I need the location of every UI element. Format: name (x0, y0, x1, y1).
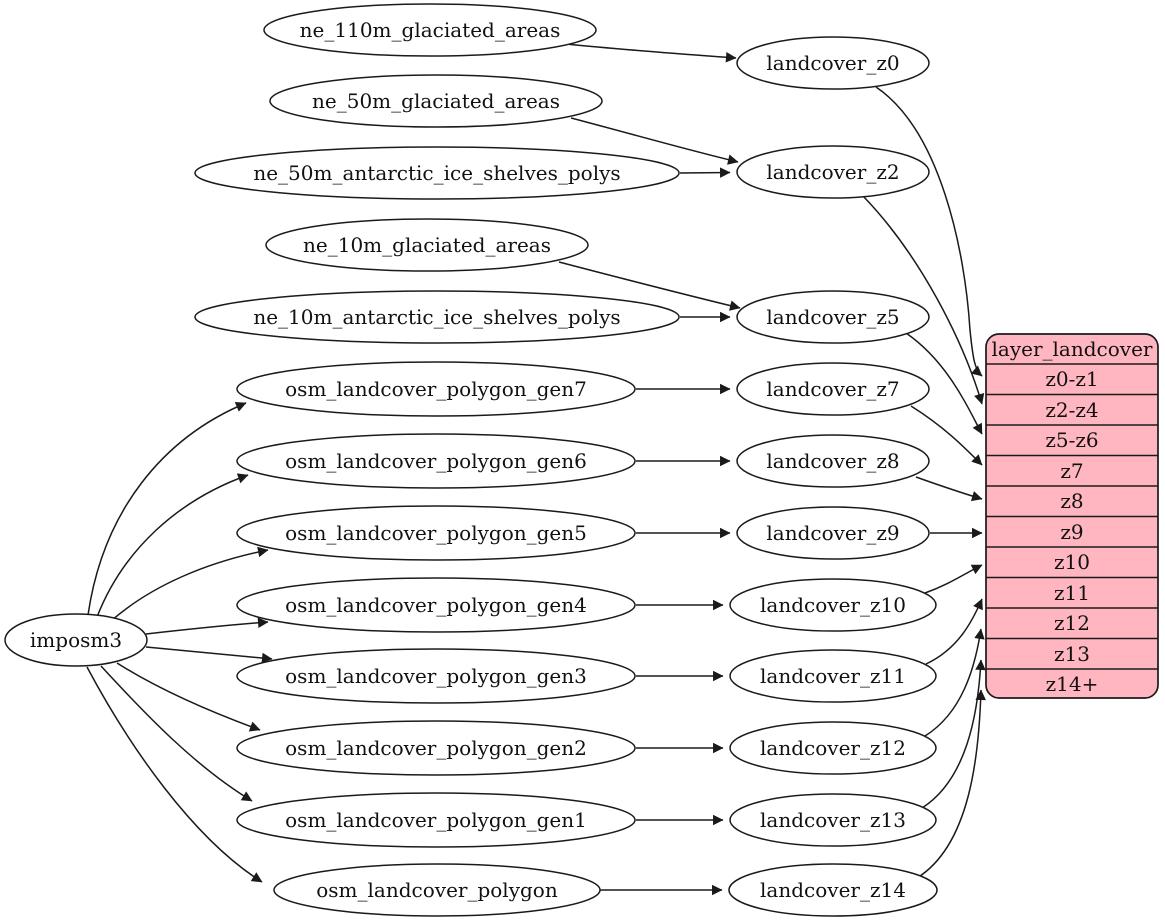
node-label: landcover_z5 (766, 305, 899, 329)
node-ne-50m-glaciated-areas: ne_50m_glaciated_areas (269, 74, 603, 128)
node-label: landcover_z9 (766, 521, 899, 545)
node-layer-landcover-table: layer_landcover z0-z1 z2-z4 z5-z6 z7 z8 … (985, 333, 1159, 699)
node-label: osm_landcover_polygon_gen3 (285, 664, 587, 688)
edge-ne50m-glaciated--landcover-z2 (570, 117, 739, 165)
layer-table-row-z7: z7 (1060, 459, 1083, 483)
layer-table-row-z13: z13 (1054, 642, 1090, 666)
edge-ne110m-glaciated--landcover-z0 (565, 43, 737, 63)
edge-landcover-z7--row-z7 (910, 405, 983, 466)
node-imposm3: imposm3 (4, 613, 148, 667)
layer-table-row-z2-z4: z2-z4 (1045, 398, 1098, 422)
node-label: ne_10m_glaciated_areas (303, 233, 551, 257)
node-label: landcover_z7 (766, 377, 899, 401)
node-osm-landcover-polygon-gen6: osm_landcover_polygon_gen6 (236, 433, 636, 489)
node-label: osm_landcover_polygon_gen5 (285, 521, 587, 545)
node-osm-landcover-polygon-gen1: osm_landcover_polygon_gen1 (236, 792, 636, 848)
node-label: osm_landcover_polygon_gen7 (285, 377, 587, 401)
edge-landcover-z13--row-z13 (921, 659, 986, 809)
edge-imposm3--gen7 (87, 401, 247, 616)
edge-ne50m-antarctic--landcover-z2 (679, 167, 731, 178)
node-landcover-z13: landcover_z13 (729, 793, 937, 847)
node-landcover-z10: landcover_z10 (729, 578, 937, 632)
edge-landcover-z0--row-z0-z1 (875, 86, 983, 377)
node-landcover-z11: landcover_z11 (729, 649, 937, 703)
edge-imposm3--gen4 (145, 617, 269, 635)
node-landcover-z0: landcover_z0 (736, 36, 930, 90)
edge-landcover-z14--row-z14 (916, 689, 986, 879)
node-label: osm_landcover_polygon (316, 878, 558, 902)
node-osm-landcover-polygon-gen2: osm_landcover_polygon_gen2 (236, 720, 636, 776)
node-osm-landcover-polygon-gen7: osm_landcover_polygon_gen7 (236, 361, 636, 417)
edge-landcover-z11--row-z11 (925, 598, 983, 665)
edge-landcover-z12--row-z12 (924, 628, 985, 737)
node-label: osm_landcover_polygon_gen4 (285, 593, 587, 617)
node-landcover-z7: landcover_z7 (736, 362, 930, 416)
node-osm-landcover-polygon-gen3: osm_landcover_polygon_gen3 (236, 648, 636, 704)
layer-table-row-z10: z10 (1054, 550, 1090, 574)
edge-imposm3--osm-landcover-polygon (86, 666, 263, 883)
edge-landcover-z2--row-z2-z4 (862, 195, 985, 405)
layer-table-row-z12: z12 (1054, 611, 1090, 635)
edge-landcover-z5--row-z5-z6 (905, 332, 983, 435)
node-ne-110m-glaciated-areas: ne_110m_glaciated_areas (263, 3, 597, 57)
node-osm-landcover-polygon-gen5: osm_landcover_polygon_gen5 (236, 505, 636, 561)
node-landcover-z2: landcover_z2 (736, 145, 930, 199)
layer-table-title: layer_landcover (992, 337, 1153, 361)
edge-imposm3--gen6 (96, 473, 249, 618)
node-label: osm_landcover_polygon_gen1 (285, 808, 587, 832)
node-ne-50m-antarctic-ice-shelves-polys: ne_50m_antarctic_ice_shelves_polys (194, 146, 680, 200)
node-label: ne_10m_antarctic_ice_shelves_polys (253, 305, 620, 329)
node-label: landcover_z11 (760, 664, 906, 688)
node-landcover-z5: landcover_z5 (736, 290, 930, 344)
edge-imposm3--gen3 (145, 646, 273, 664)
node-landcover-z14: landcover_z14 (728, 863, 938, 917)
node-ne-10m-antarctic-ice-shelves-polys: ne_10m_antarctic_ice_shelves_polys (194, 290, 680, 344)
node-osm-landcover-polygon: osm_landcover_polygon (273, 863, 601, 917)
node-osm-landcover-polygon-gen4: osm_landcover_polygon_gen4 (236, 577, 636, 633)
layer-table-row-z9: z9 (1060, 520, 1083, 544)
node-label: ne_50m_glaciated_areas (312, 89, 560, 113)
node-label: imposm3 (30, 628, 122, 652)
node-landcover-z12: landcover_z12 (729, 721, 937, 775)
node-label: landcover_z0 (766, 51, 899, 75)
node-landcover-z9: landcover_z9 (736, 506, 930, 560)
node-label: landcover_z13 (760, 808, 906, 832)
layer-table-row-z8: z8 (1060, 489, 1083, 513)
edge-imposm3--gen2 (116, 662, 261, 732)
node-label: ne_50m_antarctic_ice_shelves_polys (253, 161, 620, 185)
node-label: landcover_z14 (760, 878, 906, 902)
node-ne-10m-glaciated-areas: ne_10m_glaciated_areas (265, 218, 589, 272)
edge-landcover-z10--row-z10 (924, 564, 983, 594)
edge-imposm3--gen5 (110, 546, 269, 622)
node-label: ne_110m_glaciated_areas (300, 18, 561, 42)
layer-table-row-z14plus: z14+ (1046, 672, 1099, 696)
node-landcover-z8: landcover_z8 (736, 434, 930, 488)
node-label: landcover_z10 (760, 593, 906, 617)
node-label: landcover_z12 (760, 736, 906, 760)
layer-table-row-z11: z11 (1054, 581, 1090, 605)
node-label: osm_landcover_polygon_gen6 (285, 449, 587, 473)
layer-table-row-z5-z6: z5-z6 (1045, 428, 1098, 452)
node-label: landcover_z8 (766, 449, 899, 473)
node-label: landcover_z2 (766, 160, 899, 184)
edge-landcover-z8--row-z8 (915, 476, 983, 502)
edge-imposm3--gen1 (100, 665, 253, 802)
layer-table-row-z0-z1: z0-z1 (1045, 367, 1098, 391)
edge-ne10m-glaciated--landcover-z5 (558, 261, 741, 311)
node-label: osm_landcover_polygon_gen2 (285, 736, 587, 760)
